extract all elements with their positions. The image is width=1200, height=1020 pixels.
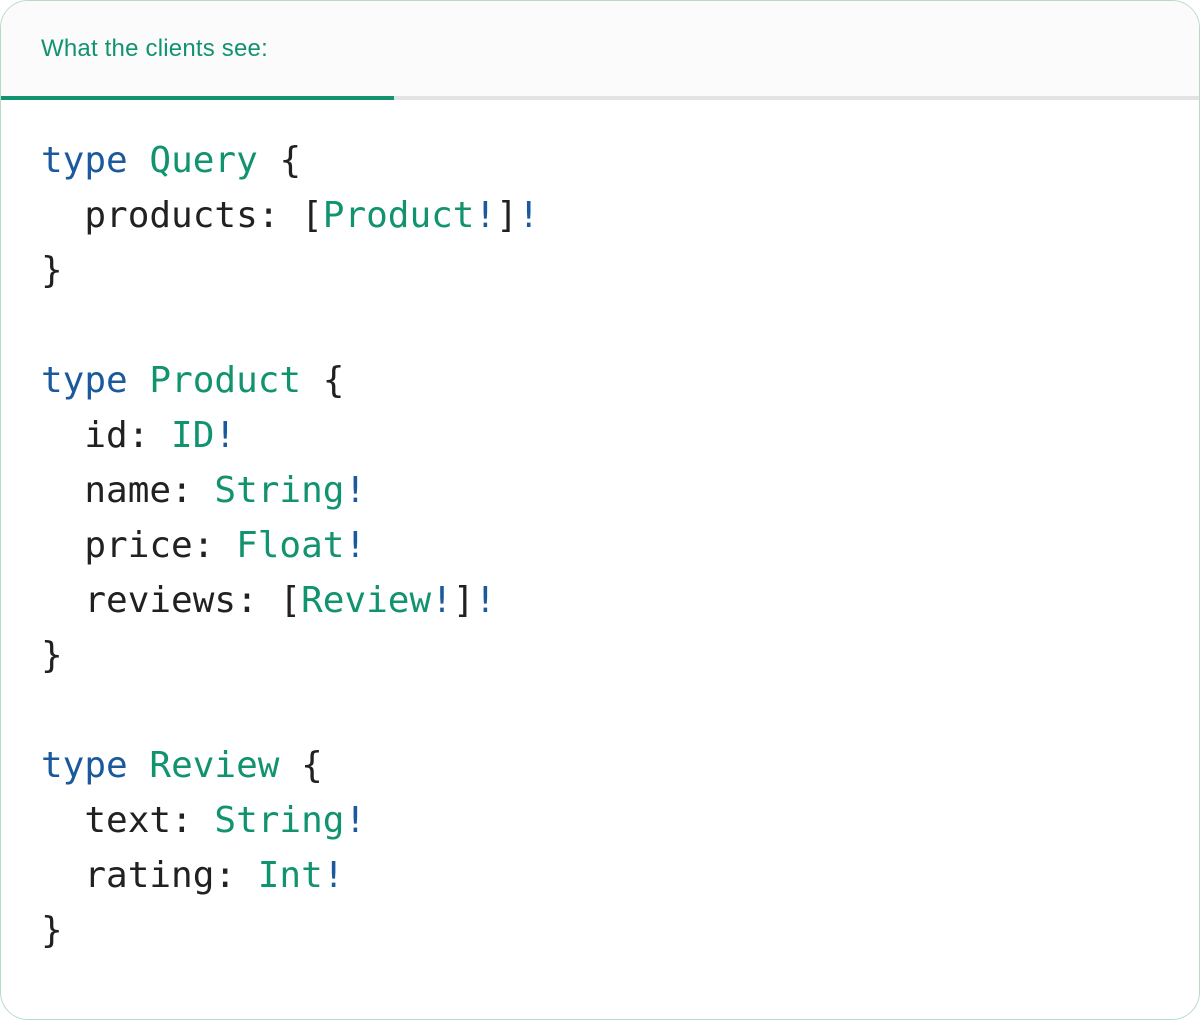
code-token-ty: Review bbox=[149, 745, 280, 786]
code-token-kw: type bbox=[41, 745, 128, 786]
code-token-pl: products: [ bbox=[41, 195, 323, 236]
code-token-pl: } bbox=[41, 250, 63, 291]
code-line: price: Float! bbox=[41, 518, 1159, 573]
code-token-bang: ! bbox=[344, 470, 367, 511]
tab-what-clients-see[interactable]: What the clients see: bbox=[1, 1, 394, 100]
code-line: products: [Product!]! bbox=[41, 188, 1159, 243]
code-token-bang: ! bbox=[214, 415, 237, 456]
code-token-pl: } bbox=[41, 635, 63, 676]
code-token-ty: String bbox=[214, 470, 345, 511]
code-line bbox=[41, 683, 1159, 738]
code-token-bang: ! bbox=[322, 855, 345, 896]
code-token-ty: Review bbox=[301, 580, 432, 621]
code-token-bang: ! bbox=[474, 195, 497, 236]
code-line: type Product { bbox=[41, 353, 1159, 408]
code-token-pl: } bbox=[41, 910, 63, 951]
code-line: } bbox=[41, 628, 1159, 683]
code-line bbox=[41, 298, 1159, 353]
code-token-pl: name: bbox=[41, 470, 215, 511]
code-token-pl: { bbox=[257, 140, 302, 181]
code-token-ty: Float bbox=[236, 525, 345, 566]
code-line: name: String! bbox=[41, 463, 1159, 518]
code-line: type Query { bbox=[41, 133, 1159, 188]
code-token-pl: reviews: [ bbox=[41, 580, 302, 621]
code-token-ty: Product bbox=[322, 195, 475, 236]
code-block: type Query { products: [Product!]!}type … bbox=[1, 100, 1199, 958]
code-token-pl bbox=[128, 745, 150, 786]
tab-label: What the clients see: bbox=[41, 34, 268, 62]
code-token-kw: type bbox=[41, 360, 128, 401]
code-line: type Review { bbox=[41, 738, 1159, 793]
card-header: What the clients see: bbox=[1, 1, 1199, 100]
code-line: reviews: [Review!]! bbox=[41, 573, 1159, 628]
code-token-kw: type bbox=[41, 140, 128, 181]
code-token-ty: Product bbox=[149, 360, 302, 401]
code-token-bang: ! bbox=[344, 800, 367, 841]
code-token-ty: String bbox=[214, 800, 345, 841]
code-token-pl: ] bbox=[496, 195, 518, 236]
code-line: text: String! bbox=[41, 793, 1159, 848]
code-line: } bbox=[41, 243, 1159, 298]
code-line: } bbox=[41, 903, 1159, 958]
code-token-pl: ] bbox=[452, 580, 475, 621]
code-line: rating: Int! bbox=[41, 848, 1159, 903]
code-token-bang: ! bbox=[474, 580, 497, 621]
code-token-ty: Query bbox=[149, 140, 258, 181]
code-token-pl: { bbox=[279, 745, 323, 786]
code-token-ty: ID bbox=[171, 415, 215, 456]
code-token-pl bbox=[128, 360, 150, 401]
code-token-pl: { bbox=[301, 360, 345, 401]
code-token-bang: ! bbox=[344, 525, 367, 566]
code-line: id: ID! bbox=[41, 408, 1159, 463]
code-token-pl: rating: bbox=[41, 855, 258, 896]
code-token-pl: id: bbox=[41, 415, 172, 456]
code-token-pl: text: bbox=[41, 800, 215, 841]
code-token-bang: ! bbox=[431, 580, 453, 621]
code-token-bang: ! bbox=[517, 195, 540, 236]
code-token-ty: Int bbox=[257, 855, 323, 896]
code-token-pl: price: bbox=[41, 525, 237, 566]
code-token-pl bbox=[128, 140, 150, 181]
